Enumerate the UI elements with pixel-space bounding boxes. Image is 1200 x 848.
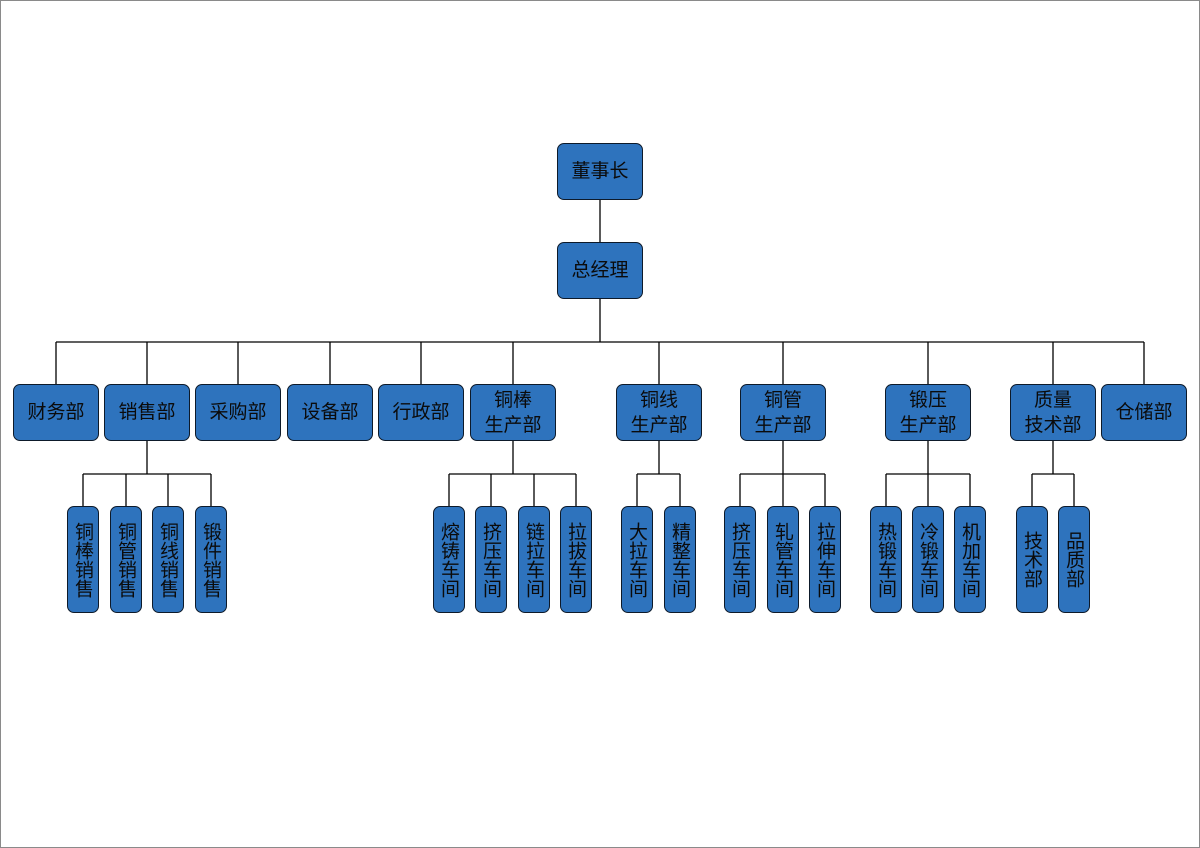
node-forge-machine: 机加车间 <box>954 506 986 613</box>
node-sales-tube: 铜管销售 <box>110 506 142 613</box>
node-wire-big: 大拉车间 <box>621 506 653 613</box>
node-rod-melt: 熔铸车间 <box>433 506 465 613</box>
node-equipment: 设备部 <box>287 384 373 441</box>
node-tube-stretch: 拉伸车间 <box>809 506 841 613</box>
node-admin: 行政部 <box>378 384 464 441</box>
node-wire-production: 铜线 生产部 <box>616 384 702 441</box>
node-tube-roll: 轧管车间 <box>767 506 799 613</box>
node-sales-wire: 铜线销售 <box>152 506 184 613</box>
node-quality-tech: 质量 技术部 <box>1010 384 1096 441</box>
node-chairman: 董事长 <box>557 143 643 200</box>
node-general-manager: 总经理 <box>557 242 643 299</box>
node-sales-rod: 铜棒销售 <box>67 506 99 613</box>
node-forge-hot: 热锻车间 <box>870 506 902 613</box>
node-sales: 销售部 <box>104 384 190 441</box>
node-rod-draw: 拉拔车间 <box>560 506 592 613</box>
node-forge-cold: 冷锻车间 <box>912 506 944 613</box>
node-wire-finish: 精整车间 <box>664 506 696 613</box>
node-tube-extrude: 挤压车间 <box>724 506 756 613</box>
node-qa-quality: 品质部 <box>1058 506 1090 613</box>
node-rod-chain: 链拉车间 <box>518 506 550 613</box>
node-qa-tech: 技术部 <box>1016 506 1048 613</box>
node-rod-extrude: 挤压车间 <box>475 506 507 613</box>
node-forge-production: 锻压 生产部 <box>885 384 971 441</box>
node-finance: 财务部 <box>13 384 99 441</box>
node-rod-production: 铜棒 生产部 <box>470 384 556 441</box>
node-sales-forge: 锻件销售 <box>195 506 227 613</box>
node-purchasing: 采购部 <box>195 384 281 441</box>
node-tube-production: 铜管 生产部 <box>740 384 826 441</box>
node-warehouse: 仓储部 <box>1101 384 1187 441</box>
